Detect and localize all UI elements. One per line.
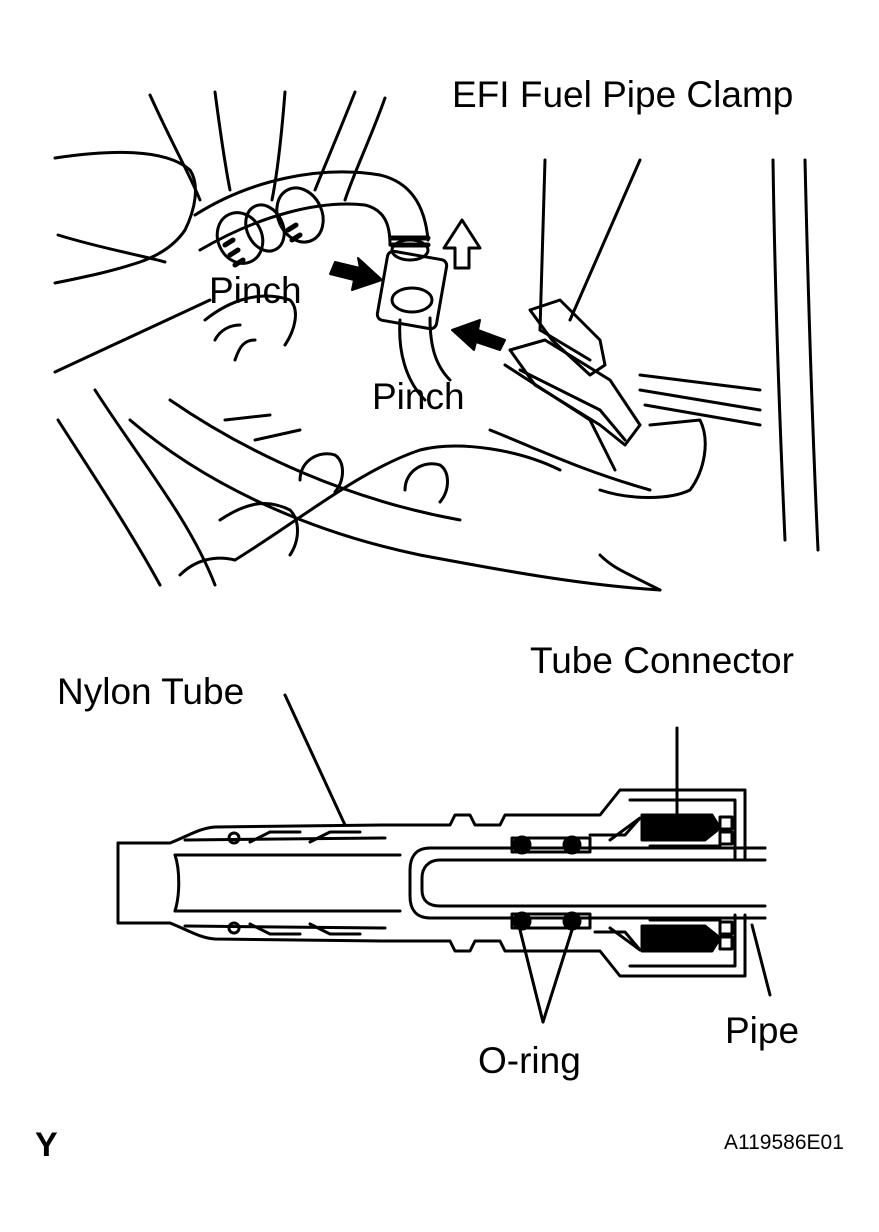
o-ring-leader [518,928,545,1024]
hose-fitting [222,237,246,268]
barb [248,922,362,936]
pinch-arrow-upper [329,257,383,291]
panel-line [638,388,762,412]
hose-outline [270,90,287,202]
hose-fitting [275,186,325,244]
retainer [588,816,642,952]
fuel-hose [193,170,430,242]
connector-window [718,830,734,846]
retainer [648,844,722,922]
panel-line [643,403,762,427]
figure-code: A119586E01 [724,1131,844,1154]
o-ring [512,911,532,931]
engine-block [233,338,257,362]
barb-ring [227,921,241,935]
engine-block [213,323,242,342]
body-contour [56,418,162,587]
metal-pipe [420,858,767,908]
o-ring-seat [510,836,592,854]
o-ring [562,835,582,855]
engine-block [218,501,299,557]
engine-block [403,462,449,504]
pinch-label-lower: Pinch [372,376,465,417]
hose-fitting [285,222,303,243]
fuel-pipe [398,318,427,402]
tube-connector-cross-section [116,693,772,1024]
inner-bore [173,853,181,913]
o-ring-label: O-ring [478,1040,581,1081]
body-contour [53,150,197,285]
engine-block [168,398,462,522]
corner-mark: Y [35,1126,58,1164]
efi-fuel-pipe-clamp-label: EFI Fuel Pipe Clamp [452,74,794,115]
barb-ring [227,831,241,845]
body-contour [56,233,167,264]
o-ring-seat [510,912,592,930]
tube-connector-label: Tube Connector [530,640,794,681]
panel-line [488,428,652,492]
pipe-leader [750,923,772,997]
body-contour [53,298,212,374]
pipe-label: Pipe [725,1010,800,1051]
hose-outline [343,96,387,202]
clamp-leader-line [568,158,642,322]
panel-line [803,158,820,552]
efi-fuel-pipe-clamp [503,298,642,472]
connector-window [718,920,734,936]
engine-block [128,418,662,592]
engine-block [178,556,237,577]
retainer-lock-lower [640,924,722,953]
barb [248,830,362,844]
connector-ring [390,286,434,314]
pipe-end [743,846,767,920]
pinch-label-upper: Pinch [209,270,302,311]
hose-fitting [244,203,286,253]
o-ring [512,835,532,855]
pinch-arrow-lower [451,319,506,351]
barb [183,924,387,930]
fuel-pipe [428,316,452,382]
hose-fitting [215,211,265,265]
connector-window [718,815,734,831]
connector-housing [628,798,737,862]
hose-outline [148,93,202,202]
o-ring-leader [541,928,574,1024]
pull-direction-arrow [442,218,482,270]
o-ring [562,911,582,931]
engine-block [298,452,344,494]
hose-outline [313,90,357,192]
connector-housing [628,913,737,968]
nylon-tube-outline [116,823,387,845]
panel-line [598,418,707,499]
retainer-lock-upper [640,813,722,842]
engine-bay-illustration [53,90,820,592]
tube-connector-body [375,249,449,331]
nylon-tube-outline [116,921,387,943]
engine-block [233,444,562,562]
metal-pipe [408,846,767,920]
panel-line [771,158,787,542]
engine-block [598,553,662,592]
barb [183,836,387,842]
panel-line [638,373,762,392]
connector-housing [383,913,747,978]
connector-window [718,935,734,951]
engine-block [223,413,302,442]
nylon-tube-leader [283,693,347,827]
hose-outline [213,90,232,192]
engine-block [203,294,297,347]
fuel-hose [198,202,392,252]
panel-line [538,158,547,332]
connector-housing [383,788,747,862]
nylon-tube-label: Nylon Tube [57,671,245,712]
